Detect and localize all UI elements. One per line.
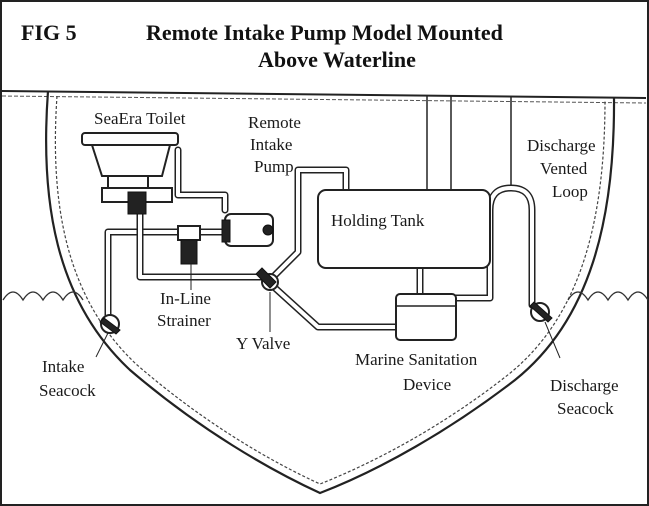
label-intake-seacock-1: Intake <box>42 357 84 376</box>
hull <box>44 90 616 495</box>
discharge-seacock <box>529 301 553 323</box>
label-strainer-2: Strainer <box>157 311 211 330</box>
label-pump-2: Intake <box>250 135 292 154</box>
label-intake-seacock-2: Seacock <box>39 381 96 400</box>
label-discharge-seacock-1: Discharge <box>550 376 619 395</box>
label-holding-tank: Holding Tank <box>331 211 425 230</box>
label-vented-loop-1: Discharge <box>527 136 596 155</box>
label-y-valve: Y Valve <box>236 334 290 353</box>
label-pump-1: Remote <box>248 113 301 132</box>
in-line-strainer <box>177 225 201 265</box>
label-vented-loop-3: Loop <box>552 182 588 201</box>
label-msd-1: Marine Sanitation <box>355 350 478 369</box>
pipes <box>104 146 536 331</box>
remote-intake-pump <box>221 213 274 247</box>
figure-title-line1: Remote Intake Pump Model Mounted <box>146 20 503 45</box>
label-discharge-seacock-2: Seacock <box>557 399 614 418</box>
holding-tank <box>317 189 491 269</box>
seaera-toilet <box>81 132 179 215</box>
y-valve <box>255 267 279 291</box>
waterline <box>2 291 649 302</box>
figure-title-line2: Above Waterline <box>258 47 416 72</box>
leader-lines <box>95 264 561 359</box>
label-vented-loop-2: Vented <box>540 159 588 178</box>
label-msd-2: Device <box>403 375 451 394</box>
label-pump-3: Pump <box>254 157 294 176</box>
label-strainer-1: In-Line <box>160 289 211 308</box>
intake-seacock <box>99 314 121 335</box>
tank-vent-pipes <box>426 95 452 190</box>
marine-sanitation-device <box>395 293 457 341</box>
figure-number: FIG 5 <box>21 20 77 45</box>
deck-line <box>1 90 647 104</box>
label-toilet: SeaEra Toilet <box>94 109 186 128</box>
